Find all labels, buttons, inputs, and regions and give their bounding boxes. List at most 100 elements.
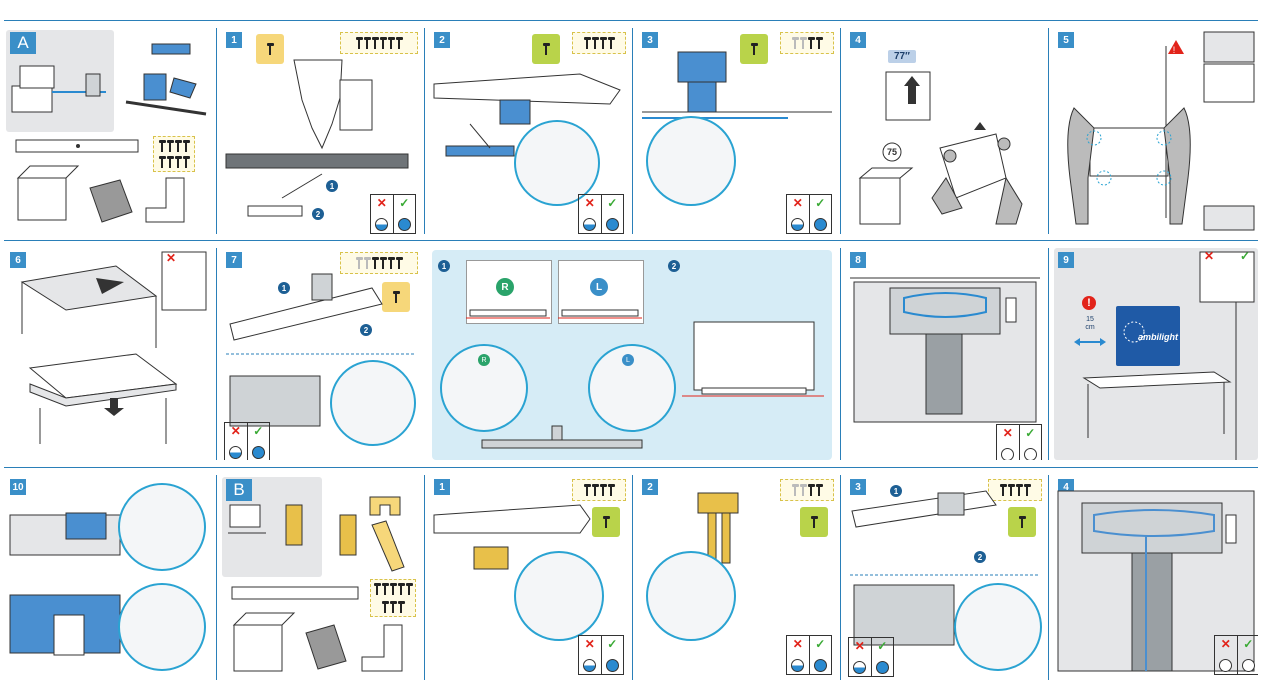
screw-icon [750, 43, 758, 55]
sub-step-number: 1 [890, 485, 902, 497]
wrong-icon: ✕ [854, 639, 865, 653]
sub-step-number: 2 [974, 551, 986, 563]
option-wrong [1001, 448, 1015, 460]
stand-secure-illustration [642, 51, 832, 119]
package-contents-illustration [11, 43, 207, 223]
left-marker-small: L [622, 354, 634, 366]
do-dont-indicator: ✕ ✓ [996, 424, 1042, 460]
distance-unit: cm [1085, 324, 1095, 331]
svg-text:!: ! [1173, 45, 1176, 55]
option-correct [251, 446, 265, 459]
detail-callout [646, 551, 736, 641]
correct-icon: ✓ [253, 424, 264, 438]
sub-step-number: 2 [668, 260, 680, 272]
wrong-icon: ✕ [1002, 426, 1013, 440]
bracket-secure-illustration [697, 492, 739, 564]
do-dont-indicator: ✕ ✓ [370, 194, 416, 234]
do-dont-indicator: ✕ ✓ [786, 635, 832, 675]
bracket-attach-illustration [433, 504, 591, 570]
col-sep [632, 28, 633, 234]
col-sep [840, 28, 841, 234]
step-badge-1: 1 [226, 32, 242, 48]
screw-set [340, 252, 418, 274]
do-dont-indicator: ✕ ✓ [224, 422, 270, 460]
option-correct [605, 218, 619, 231]
row-divider-top [4, 20, 1258, 21]
option-correct [397, 218, 411, 231]
distance-value: 15 [1086, 316, 1094, 323]
sub-step-number: 2 [360, 324, 372, 336]
bracket-fasten-illustration [226, 273, 416, 427]
col-sep [216, 248, 217, 460]
do-dont-indicator: ✕ ✓ [578, 194, 624, 234]
option-wrong [229, 446, 243, 459]
screw-type-cue [532, 34, 560, 64]
step-badge-4: 4 [850, 32, 866, 48]
screw-set [370, 579, 416, 617]
correct-icon: ✓ [815, 637, 826, 651]
row-divider-2 [4, 467, 1258, 468]
col-sep [840, 248, 841, 460]
option-wrong [791, 659, 805, 672]
wrong-icon: ✕ [792, 196, 803, 210]
wrong-icon: ✕ [230, 424, 241, 438]
do-dont-indicator: ✕ ✓ [786, 194, 832, 234]
wrong-icon: ✕ [792, 637, 803, 651]
stand-attach-illustration [433, 73, 621, 157]
screw-type-cue [740, 34, 768, 64]
step-badge-3: 3 [642, 32, 658, 48]
wrong-icon: ✕ [166, 251, 177, 265]
wrong-icon: ✕ [584, 196, 595, 210]
step-badge-a: A [10, 32, 36, 54]
screw-set [153, 136, 195, 172]
wall-fasten-illustration [850, 490, 1040, 646]
sub-step-number: 1 [326, 180, 338, 192]
panel-orientation: 1 2 R L R L [432, 250, 832, 460]
screw-type-cue [1008, 507, 1036, 537]
correct-icon: ✓ [1025, 426, 1036, 440]
do-dont-indicator: ✕ ✓ [848, 637, 894, 677]
screw-type-cue [592, 507, 620, 537]
panel-step-9: 9 ! 15 cm ambilight ✕ ✓ [1054, 248, 1258, 460]
place-on-table-illustration [20, 251, 207, 444]
panel-b: B [222, 475, 420, 680]
screw-set [780, 479, 834, 501]
screw-type-cue [382, 282, 410, 312]
step-badge-b3: 3 [850, 479, 866, 495]
option-correct [875, 661, 889, 674]
orientation-illustration [466, 309, 824, 449]
correct-icon: ✓ [1240, 249, 1251, 263]
screw-type-cue [256, 34, 284, 64]
lift-tv-illustration [858, 71, 1023, 225]
cable-routing-illustration [850, 277, 1040, 423]
distance-label: 15 cm [1080, 316, 1100, 332]
correct-icon: ✓ [399, 196, 410, 210]
correct-icon: ✓ [607, 637, 618, 651]
panel-step-6: 6 ✕ [6, 248, 212, 460]
wall-mount-contents-illustration [228, 496, 405, 672]
screw-set [340, 32, 418, 54]
correct-icon: ✓ [877, 639, 888, 653]
option-wrong [375, 218, 389, 231]
panel-b-step-3: 3 1 2 ✕ ✓ [846, 475, 1044, 680]
correct-icon: ✓ [815, 196, 826, 210]
panel-step-2: 2 ✕ ✓ [430, 28, 628, 234]
option-correct [605, 659, 619, 672]
step-badge-9: 9 [1058, 252, 1074, 268]
option-wrong [583, 218, 597, 231]
col-sep [1048, 28, 1049, 234]
col-sep [632, 475, 633, 680]
stand-mount-illustration [225, 59, 409, 217]
row-divider-1 [4, 240, 1258, 241]
screen-size-tag: 77″ [888, 50, 916, 63]
warning-icon: ! [1082, 296, 1096, 310]
col-sep [1048, 248, 1049, 460]
panel-step-7: 7 1 2 ✕ ✓ [222, 248, 420, 460]
do-dont-indicator: ✕ ✓ [1214, 635, 1258, 675]
step-badge-7: 7 [226, 252, 242, 268]
final-cable-illustration [1057, 490, 1255, 672]
col-sep [1048, 475, 1049, 680]
right-marker-small: R [478, 354, 490, 366]
option-correct [1023, 448, 1037, 460]
panel-step-8: 8 ✕ ✓ [846, 248, 1044, 460]
